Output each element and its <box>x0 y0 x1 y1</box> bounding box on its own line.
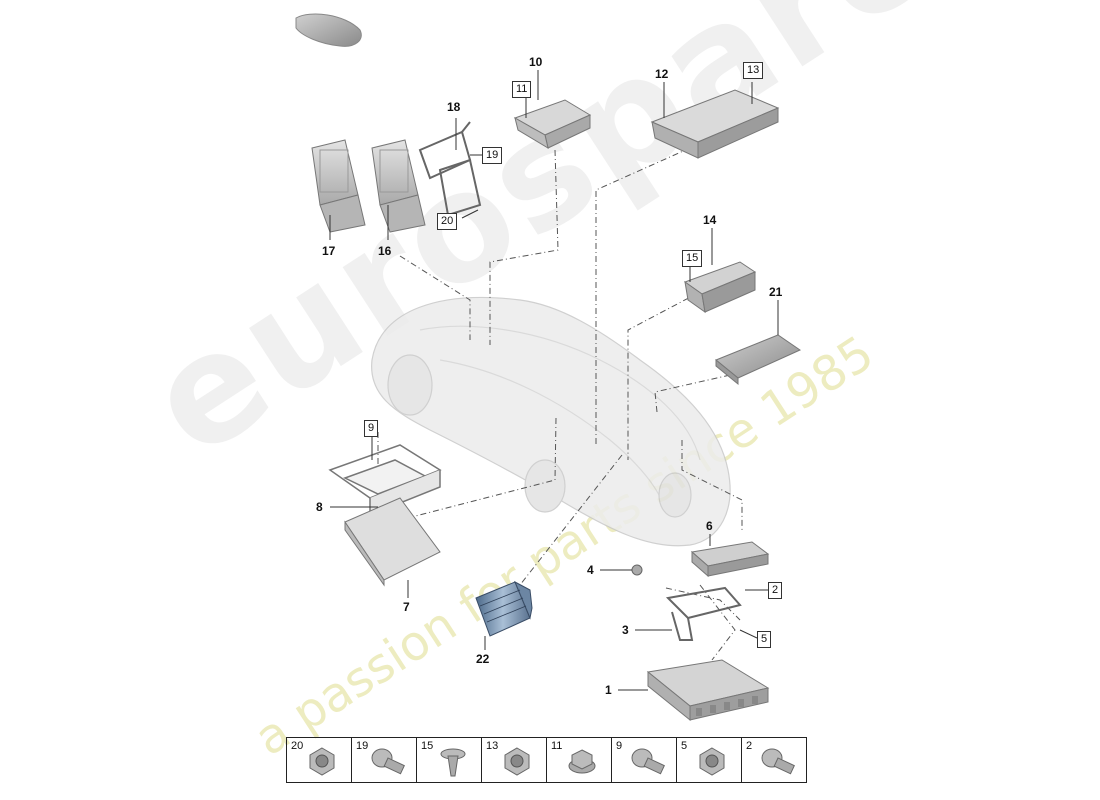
fastener-number: 13 <box>486 740 499 752</box>
callout-leaders <box>329 70 779 691</box>
bracket-3 <box>665 586 742 641</box>
fastener-legend: 20 19 15 13 <box>286 737 807 783</box>
callout-3: 3 <box>622 623 629 637</box>
callout-8: 8 <box>316 500 323 514</box>
control-unit-16 <box>371 139 426 233</box>
bolt-icon <box>631 748 665 775</box>
callout-22: 22 <box>476 652 490 666</box>
fastener-cell: 15 <box>416 737 482 783</box>
fastener-cell: 5 <box>676 737 742 783</box>
callout-1: 1 <box>605 683 612 697</box>
nut-icon <box>699 747 725 776</box>
ref-box-15: 15 <box>682 250 703 267</box>
car-silhouette <box>371 296 731 547</box>
fastener-cell: 9 <box>611 737 677 783</box>
control-unit-14 <box>683 261 757 314</box>
callout-18: 18 <box>447 100 461 114</box>
ref-box-2: 2 <box>768 582 783 599</box>
flange-nut-icon <box>568 749 596 774</box>
leader-lines <box>377 147 743 661</box>
antenna-cover-part <box>295 13 362 47</box>
callout-21: 21 <box>769 285 783 299</box>
callout-17: 17 <box>322 244 336 258</box>
bracket-18 <box>418 121 482 217</box>
control-unit-6 <box>690 541 770 578</box>
fastener-number: 19 <box>356 740 369 752</box>
bolt-icon <box>371 748 405 775</box>
control-unit-12 <box>650 89 780 159</box>
tray-7 <box>344 497 441 587</box>
control-unit-17 <box>311 139 366 233</box>
fastener-cell: 11 <box>546 737 612 783</box>
control-unit-1 <box>646 659 770 722</box>
control-unit-10 <box>513 99 592 150</box>
module-22 <box>475 580 533 637</box>
ref-box-19: 19 <box>482 147 503 164</box>
nut-icon <box>504 747 530 776</box>
callout-12: 12 <box>655 67 669 81</box>
fastener-number: 15 <box>421 740 434 752</box>
fastener-cell: 13 <box>481 737 547 783</box>
callout-4: 4 <box>587 563 594 577</box>
nut-icon <box>309 747 335 776</box>
callout-6: 6 <box>706 519 713 533</box>
callout-10: 10 <box>529 55 543 69</box>
ref-box-13: 13 <box>743 62 764 79</box>
fastener-number: 5 <box>681 740 688 752</box>
fastener-number: 11 <box>551 740 563 752</box>
ref-box-9: 9 <box>364 420 379 437</box>
bolt-icon <box>761 748 795 775</box>
ref-box-11: 11 <box>512 81 532 98</box>
fastener-number: 9 <box>616 740 623 752</box>
fastener-cell: 20 <box>286 737 352 783</box>
fastener-cell: 2 <box>741 737 807 783</box>
fastener-number: 20 <box>291 740 304 752</box>
ref-box-20: 20 <box>437 213 458 230</box>
fastener-cell: 19 <box>351 737 417 783</box>
callout-16: 16 <box>378 244 392 258</box>
nut-4 <box>631 564 643 576</box>
fastener-number: 2 <box>746 740 753 752</box>
callout-7: 7 <box>403 600 410 614</box>
control-unit-21 <box>715 334 802 386</box>
ref-box-5: 5 <box>757 631 772 648</box>
callout-14: 14 <box>703 213 717 227</box>
expanding-rivet-icon <box>440 748 466 777</box>
